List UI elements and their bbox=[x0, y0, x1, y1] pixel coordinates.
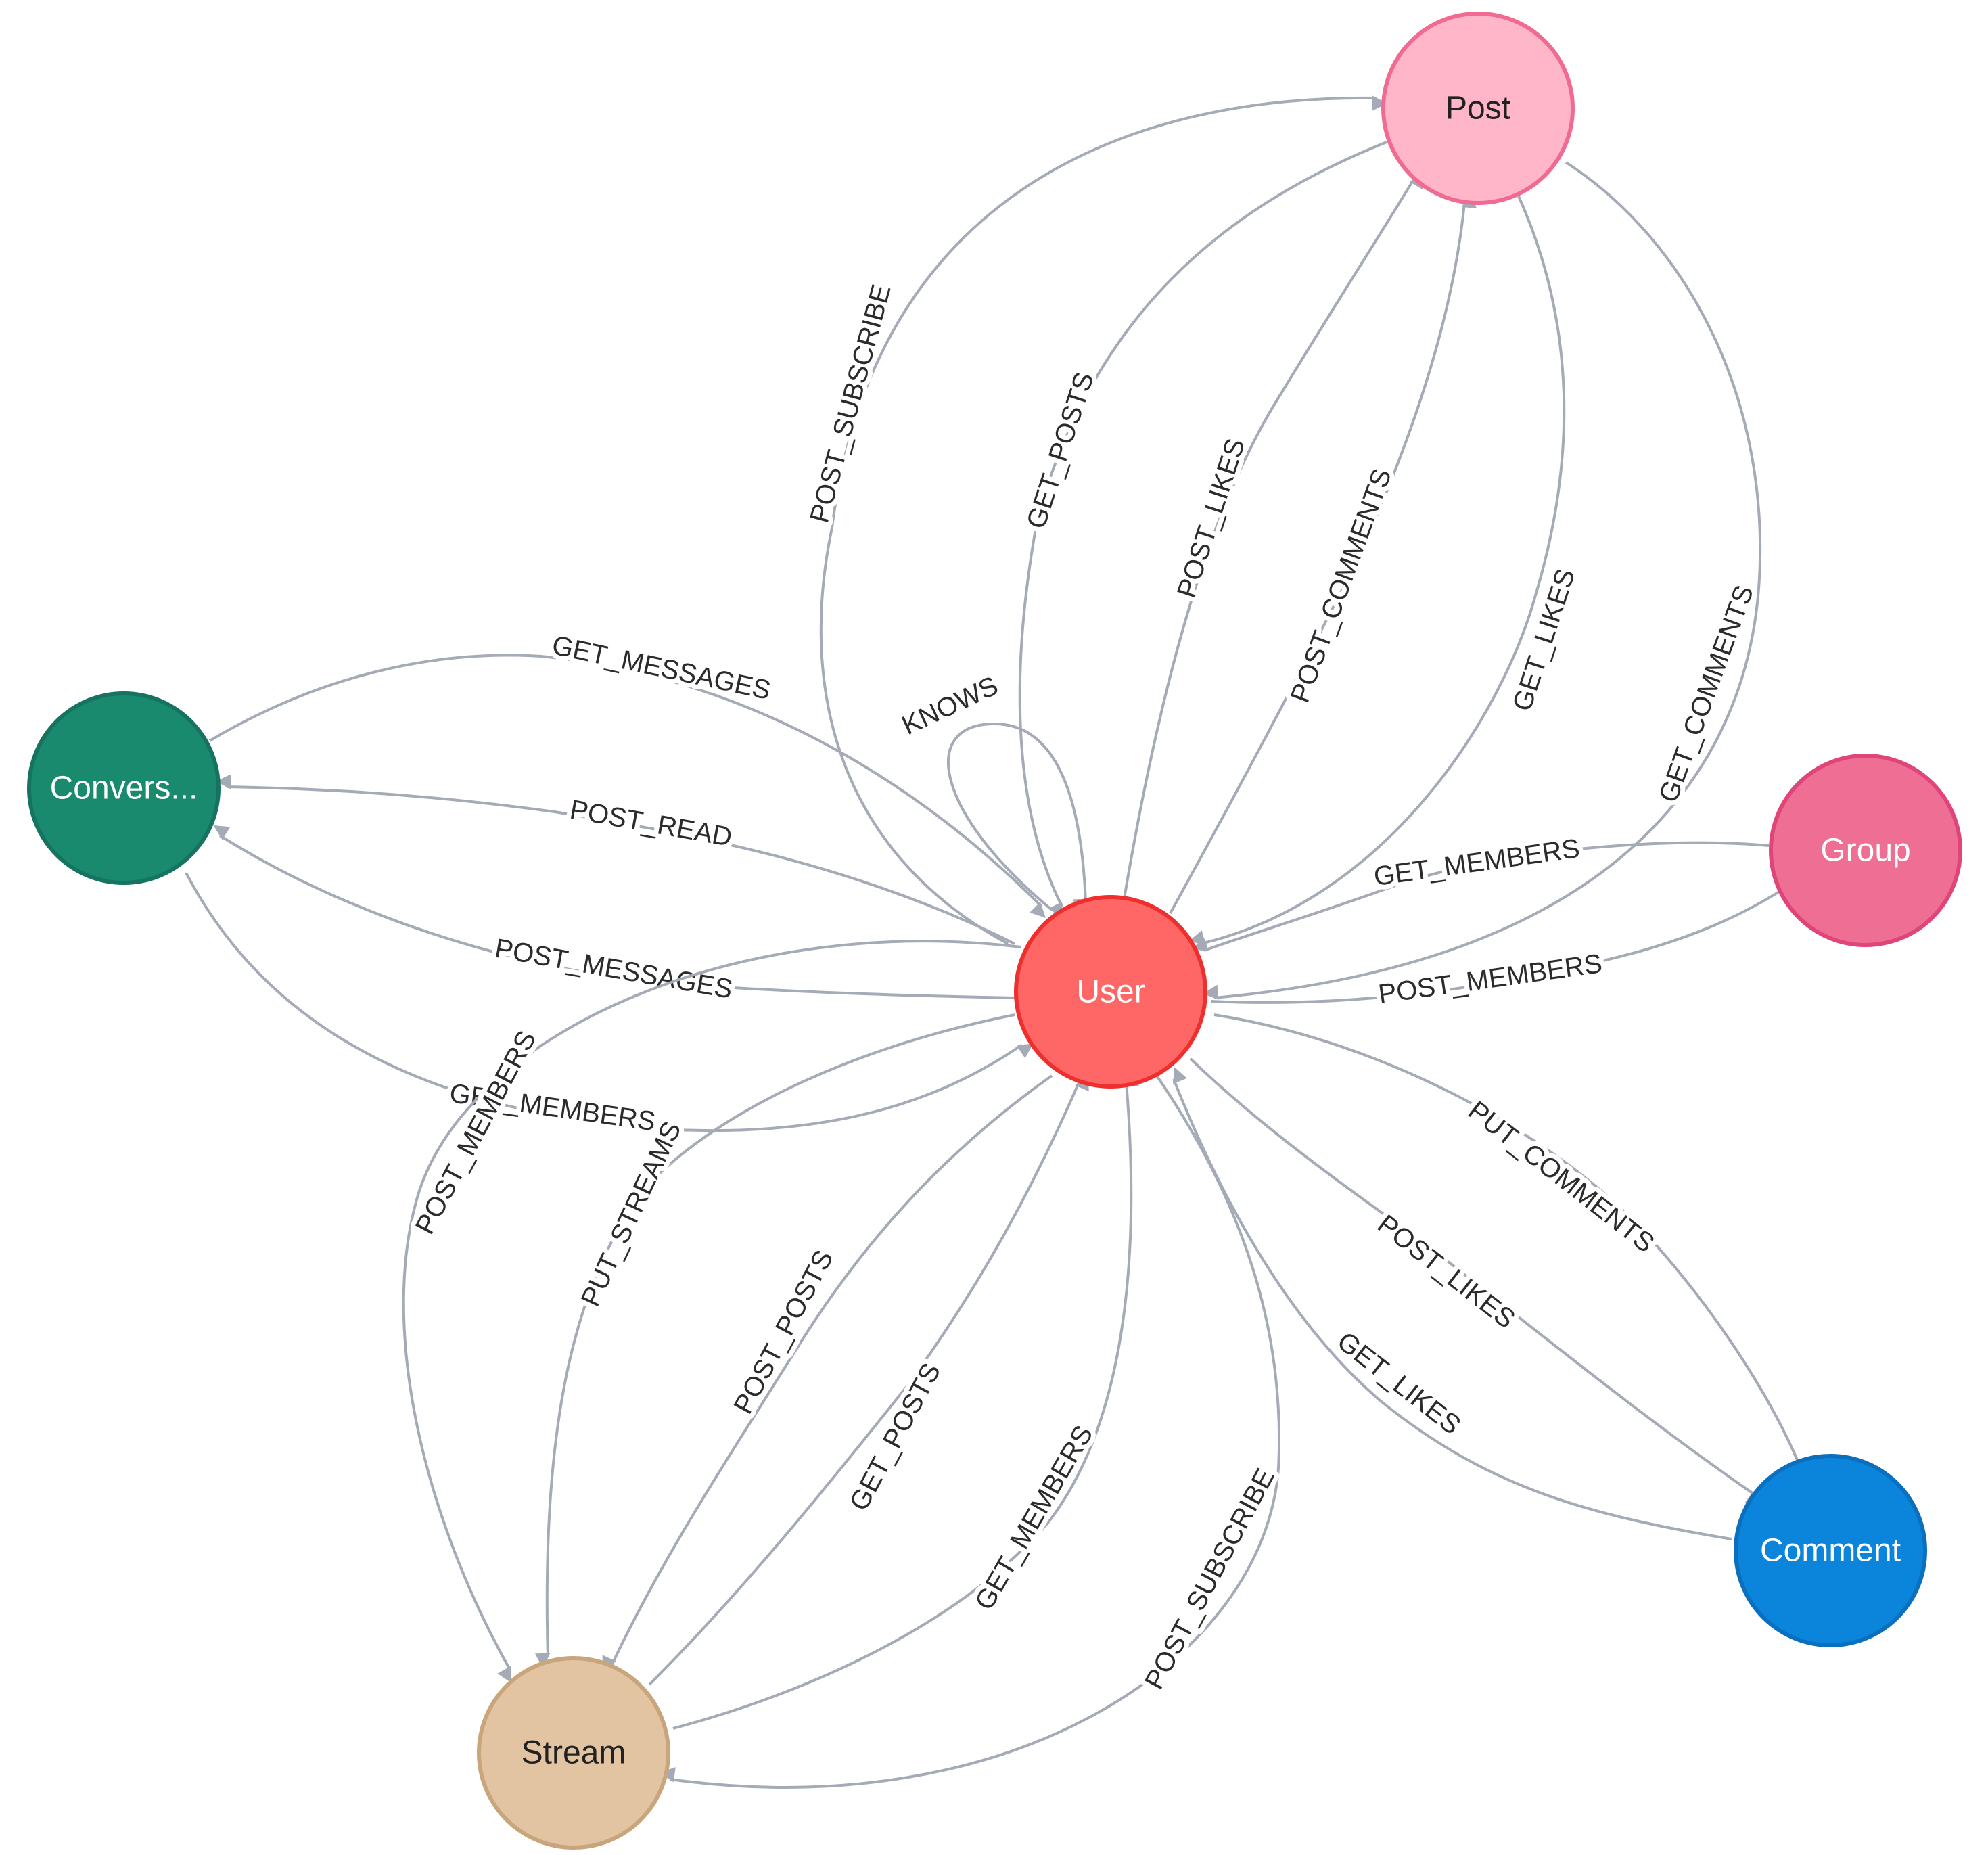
node-post[interactable]: Post bbox=[1381, 12, 1575, 205]
edge-label: GET_POSTS bbox=[844, 1358, 947, 1516]
edge-label: POST_LIKES bbox=[1172, 435, 1251, 601]
node-group-circle bbox=[1769, 754, 1962, 947]
edge-get-members-group-user[interactable]: GET_MEMBERS bbox=[1192, 829, 1770, 952]
edge-label: POST_SUBSCRIBE bbox=[804, 281, 896, 526]
edge-get-members-convers-user[interactable]: GET_MEMBERS bbox=[185, 872, 1034, 1141]
edge-label: GET_MEMBERS bbox=[1372, 833, 1581, 892]
edge-label: POST_LIKES bbox=[1372, 1209, 1521, 1334]
node-conversation[interactable]: Convers... bbox=[27, 691, 221, 885]
node-comment[interactable]: Comment bbox=[1734, 1454, 1927, 1647]
node-stream[interactable]: Stream bbox=[477, 1656, 670, 1850]
edge-label: GET_LIKES bbox=[1507, 566, 1581, 715]
edge-label: POST_POSTS bbox=[728, 1245, 839, 1419]
node-post-label: Post bbox=[1446, 91, 1510, 127]
edge-get-likes-post-user[interactable]: GET_LIKES bbox=[1188, 196, 1586, 945]
node-group[interactable]: Group bbox=[1769, 754, 1962, 947]
node-group-label: Group bbox=[1820, 833, 1910, 869]
node-user-label: User bbox=[1076, 974, 1145, 1010]
edge-label: KNOWS bbox=[898, 670, 1003, 741]
node-user[interactable]: User bbox=[1014, 895, 1207, 1089]
node-comment-label: Comment bbox=[1760, 1533, 1901, 1569]
edge-label: POST_MEMBERS bbox=[1377, 948, 1604, 1009]
node-conversation-circle bbox=[27, 691, 221, 885]
edges: POST_SUBSCRIBE GET_POSTS POST_LIKES POST… bbox=[185, 95, 1801, 1789]
node-comment-circle bbox=[1734, 1454, 1927, 1647]
edge-label: GET_COMMENTS bbox=[1653, 581, 1759, 806]
edge-label: PUT_STREAMS bbox=[576, 1117, 687, 1311]
edge-label: GET_MEMBERS bbox=[969, 1421, 1099, 1616]
node-stream-circle bbox=[477, 1656, 670, 1850]
node-post-circle bbox=[1381, 12, 1575, 205]
edge-knows-self-loop[interactable]: KNOWS bbox=[893, 666, 1088, 915]
edge-label: GET_LIKES bbox=[1332, 1326, 1466, 1440]
edge-get-posts-stream-user[interactable]: GET_POSTS bbox=[648, 1074, 1089, 1686]
edge-post-subscribe-user-stream[interactable]: POST_SUBSCRIBE bbox=[660, 1074, 1285, 1789]
edge-post-members-user-stream[interactable]: POST_MEMBERS bbox=[402, 940, 1022, 1683]
edge-post-comments-user-post[interactable]: POST_COMMENTS bbox=[1169, 192, 1477, 914]
edge-put-comments-user-comment[interactable]: PUT_COMMENTS bbox=[1213, 1013, 1801, 1477]
node-user-circle bbox=[1014, 895, 1207, 1089]
nodes: Post Convers... Group User Comment Strea… bbox=[27, 12, 1962, 1850]
edge-label: POST_MEMBERS bbox=[410, 1026, 542, 1239]
edge-label: POST_MESSAGES bbox=[492, 934, 735, 1005]
edge-label: POST_READ bbox=[568, 794, 734, 852]
edge-label: GET_POSTS bbox=[1021, 369, 1100, 532]
edge-label: GET_MESSAGES bbox=[549, 631, 773, 706]
edge-label: POST_COMMENTS bbox=[1285, 465, 1397, 707]
node-stream-label: Stream bbox=[522, 1735, 626, 1771]
edge-label: POST_SUBSCRIBE bbox=[1139, 1464, 1280, 1695]
edge-post-subscribe-user-post[interactable]: POST_SUBSCRIBE bbox=[800, 95, 1388, 945]
edge-post-messages-user-convers[interactable]: POST_MESSAGES bbox=[213, 825, 1015, 1009]
edge-get-messages-convers-user[interactable]: GET_MESSAGES bbox=[208, 626, 1046, 918]
node-conversation-label: Convers... bbox=[50, 771, 198, 806]
edge-post-read-user-convers[interactable]: POST_READ bbox=[216, 774, 1015, 945]
edge-label: PUT_COMMENTS bbox=[1462, 1095, 1660, 1258]
